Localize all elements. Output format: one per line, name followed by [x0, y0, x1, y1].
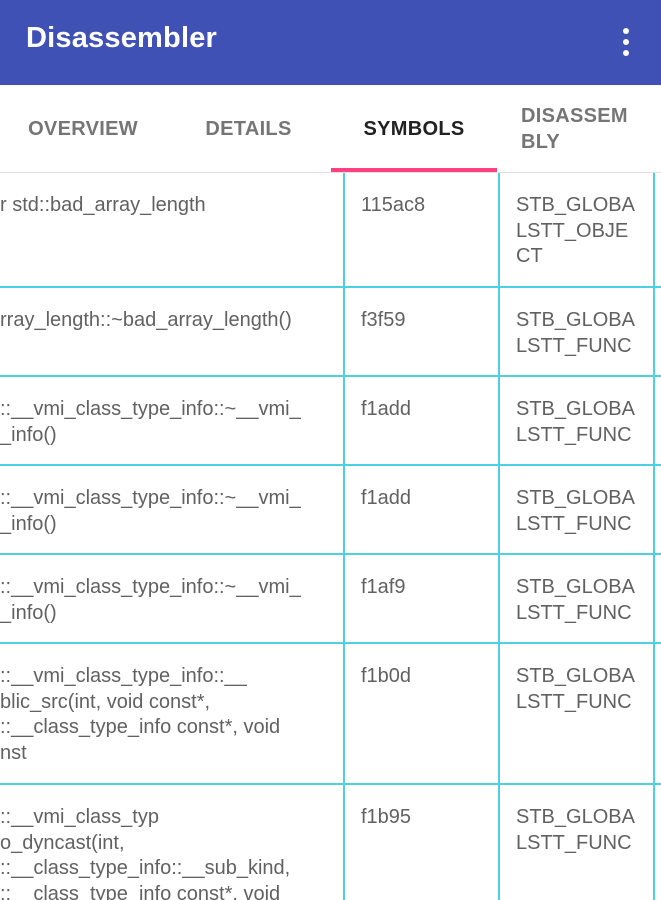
row-divider — [0, 553, 661, 555]
symbol-type-cell: STB_GLOBA LSTT_OBJE CT — [516, 194, 635, 267]
symbol-address-cell: f1add — [361, 398, 412, 420]
row-divider — [0, 464, 661, 466]
symbol-address-cell: f1b0d — [361, 665, 412, 687]
symbol-name-cell: ::__vmi_class_type_info::~__vmi_ _info() — [0, 576, 301, 624]
table-row[interactable]: ::__vmi_class_type_info::~__vmi_ _info()… — [0, 377, 661, 465]
column-divider — [343, 173, 345, 900]
active-tab-indicator — [331, 168, 497, 172]
symbol-address-cell: f1b95 — [361, 806, 412, 828]
tab-details[interactable]: DETAILS — [205, 117, 292, 140]
row-divider — [0, 783, 661, 785]
symbol-address-cell: f1af9 — [361, 576, 406, 598]
table-row[interactable]: rray_length::~bad_array_length() f3f59 S… — [0, 288, 661, 376]
table-row[interactable]: ::__vmi_class_type_info::__ blic_src(int… — [0, 644, 661, 784]
table-row[interactable]: ::__vmi_class_type_info::~__vmi_ _info()… — [0, 466, 661, 554]
tab-bar: OVERVIEW DETAILS SYMBOLS — [0, 85, 661, 173]
symbol-name-cell: r std::bad_array_length — [0, 194, 206, 216]
row-divider — [0, 375, 661, 377]
dot — [623, 50, 629, 56]
symbol-name-cell: rray_length::~bad_array_length() — [0, 309, 292, 331]
symbol-type-cell: STB_GLOBA LSTT_FUNC — [516, 665, 635, 713]
tab-symbols[interactable]: SYMBOLS — [363, 117, 465, 140]
symbol-type-cell: STB_GLOBA LSTT_FUNC — [516, 309, 635, 357]
table-row[interactable]: r std::bad_array_length 115ac8 STB_GLOBA… — [0, 173, 661, 286]
tab-overview[interactable]: OVERVIEW — [28, 117, 138, 140]
dot — [623, 28, 629, 34]
tab-disassembly[interactable]: DISASSEM BLY — [521, 105, 628, 153]
symbol-name-cell: ::__vmi_class_type_info::__ blic_src(int… — [0, 665, 281, 764]
app-bar: Disassembler — [0, 0, 661, 85]
symbol-name-cell: ::__vmi_class_typ o_dyncast(int, ::__cla… — [0, 806, 291, 900]
column-divider — [653, 173, 655, 900]
symbol-name-cell: ::__vmi_class_type_info::~__vmi_ _info() — [0, 398, 301, 446]
symbol-name-cell: ::__vmi_class_type_info::~__vmi_ _info() — [0, 487, 301, 535]
row-divider — [0, 642, 661, 644]
symbol-type-cell: STB_GLOBA LSTT_FUNC — [516, 487, 635, 535]
table-row[interactable]: ::__vmi_class_typ o_dyncast(int, ::__cla… — [0, 785, 661, 900]
more-vert-icon[interactable] — [606, 22, 646, 62]
symbol-type-cell: STB_GLOBA LSTT_FUNC — [516, 576, 635, 624]
symbol-address-cell: f1add — [361, 487, 412, 509]
table-row[interactable]: ::__vmi_class_type_info::~__vmi_ _info()… — [0, 555, 661, 643]
symbols-table: r std::bad_array_length 115ac8 STB_GLOBA… — [0, 173, 661, 900]
symbol-type-cell: STB_GLOBA LSTT_FUNC — [516, 398, 635, 446]
row-divider — [0, 286, 661, 288]
dot — [623, 39, 629, 45]
app-title: Disassembler — [26, 22, 218, 54]
column-divider — [498, 173, 500, 900]
symbol-address-cell: 115ac8 — [361, 194, 426, 216]
symbol-address-cell: f3f59 — [361, 309, 406, 331]
symbol-type-cell: STB_GLOBA LSTT_FUNC — [516, 806, 635, 854]
